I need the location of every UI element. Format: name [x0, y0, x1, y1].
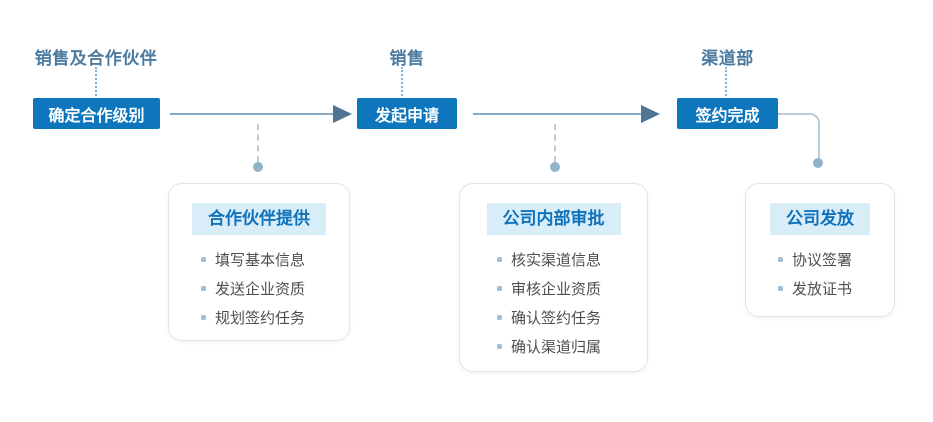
card-item-label: 审核企业资质	[511, 281, 602, 298]
step-node-initiate-request: 发起申请	[357, 98, 457, 129]
card-item-label: 发送企业资质	[215, 281, 306, 298]
dashed-connector-icon	[257, 124, 259, 162]
connector-dot-icon	[813, 158, 823, 168]
bullet-icon	[497, 257, 502, 262]
card-item: 核实渠道信息	[497, 245, 647, 274]
connector-dot-icon	[550, 162, 560, 172]
card-item: 确认渠道归属	[497, 332, 647, 361]
card-item-label: 发放证书	[792, 281, 853, 298]
card-title: 公司发放	[770, 203, 870, 235]
card-item-label: 核实渠道信息	[511, 252, 602, 269]
card-item-label: 协议签署	[792, 252, 853, 269]
arrow-head-icon	[333, 105, 352, 123]
detail-card-company-issues: 公司发放 协议签署 发放证书	[745, 183, 895, 317]
bullet-icon	[497, 286, 502, 291]
card-item: 协议签署	[778, 245, 894, 274]
detail-card-internal-approval: 公司内部审批 核实渠道信息 审核企业资质 确认签约任务 确认渠道归属	[459, 183, 648, 372]
elbow-connector-icon	[778, 113, 820, 161]
card-item-label: 确认渠道归属	[511, 339, 602, 356]
dotted-connector-icon	[725, 67, 727, 96]
card-item: 确认签约任务	[497, 303, 647, 332]
bullet-icon	[201, 286, 206, 291]
step-node-determine-level: 确定合作级别	[33, 98, 160, 129]
card-item-label: 规划签约任务	[215, 310, 306, 327]
dashed-connector-icon	[554, 124, 556, 162]
bullet-icon	[497, 315, 502, 320]
dotted-connector-icon	[401, 67, 403, 96]
bullet-icon	[778, 286, 783, 291]
bullet-icon	[201, 257, 206, 262]
bullet-icon	[778, 257, 783, 262]
role-label-sales-partner: 销售及合作伙伴	[34, 49, 158, 68]
role-label-sales: 销售	[389, 49, 425, 68]
card-item: 填写基本信息	[201, 245, 349, 274]
card-title: 公司内部审批	[486, 203, 621, 235]
step-node-signing-complete: 签约完成	[677, 98, 778, 129]
card-item-label: 确认签约任务	[511, 310, 602, 327]
arrow-line	[473, 113, 641, 115]
card-item: 发放证书	[778, 274, 894, 303]
bullet-icon	[497, 344, 502, 349]
arrow-head-icon	[641, 105, 660, 123]
card-item: 审核企业资质	[497, 274, 647, 303]
card-item: 规划签约任务	[201, 303, 349, 332]
card-title: 合作伙伴提供	[192, 203, 326, 235]
arrow-line	[170, 113, 333, 115]
role-label-channel-dept: 渠道部	[701, 49, 754, 68]
dotted-connector-icon	[95, 67, 97, 96]
detail-card-partner-provides: 合作伙伴提供 填写基本信息 发送企业资质 规划签约任务	[168, 183, 350, 341]
connector-dot-icon	[253, 162, 263, 172]
card-item: 发送企业资质	[201, 274, 349, 303]
bullet-icon	[201, 315, 206, 320]
card-item-label: 填写基本信息	[215, 252, 306, 269]
